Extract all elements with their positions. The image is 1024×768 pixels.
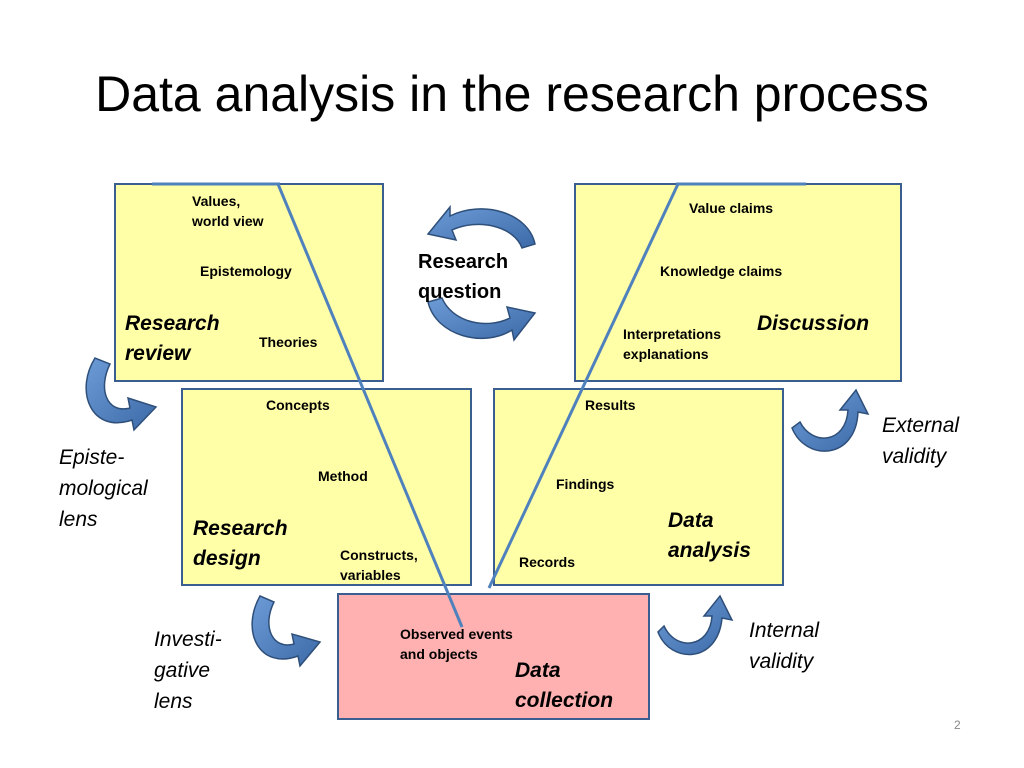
data-collection-label: Data collection xyxy=(515,659,614,712)
discussion-item-value-claims: Value claims xyxy=(689,200,774,216)
data-analysis-item-results: Results xyxy=(585,397,636,413)
discussion-item-knowledge-claims: Knowledge claims xyxy=(660,263,783,279)
v-line-left xyxy=(276,183,464,628)
research-design-box xyxy=(181,388,472,586)
curved-arrow-icon xyxy=(251,595,322,668)
research-review-item-theories: Theories xyxy=(259,334,318,350)
data-analysis-item-findings: Findings xyxy=(556,476,615,492)
research-review-item-values: Values, world view xyxy=(192,193,264,229)
data-collection-box xyxy=(337,593,650,720)
research-design-item-constructs: Constructs, variables xyxy=(340,547,418,583)
circular-arrows-icon xyxy=(426,204,537,342)
discussion-label: Discussion xyxy=(757,312,870,335)
external-validity-label: External validity xyxy=(882,414,960,468)
research-design-item-concepts: Concepts xyxy=(266,397,330,413)
v-line-right xyxy=(487,183,680,589)
data-collection-item-observed: Observed events and objects xyxy=(400,626,513,662)
discussion-item-interpretations: Interpretations explanations xyxy=(623,326,722,362)
page-number: 2 xyxy=(954,718,961,732)
slide-title: Data analysis in the research process xyxy=(95,66,929,122)
curved-arrow-icon xyxy=(657,594,734,656)
discussion-box xyxy=(574,183,902,382)
research-review-item-epistemology: Epistemology xyxy=(200,263,292,279)
data-analysis-box xyxy=(493,388,784,586)
data-analysis-label: Data analysis xyxy=(668,509,751,562)
curved-arrow-icon xyxy=(85,357,158,432)
internal-validity-label: Internal validity xyxy=(749,619,820,673)
research-review-box xyxy=(114,183,384,382)
epistemological-lens-label: Episte- mological lens xyxy=(59,446,148,531)
research-design-item-method: Method xyxy=(318,468,368,484)
research-design-label: Research design xyxy=(193,517,288,570)
data-analysis-item-records: Records xyxy=(519,554,576,570)
research-review-label: Research review xyxy=(125,312,220,365)
research-question-label: Research question xyxy=(418,251,509,303)
investigative-lens-label: Investi- gative lens xyxy=(154,628,222,713)
curved-arrow-icon xyxy=(791,388,870,452)
